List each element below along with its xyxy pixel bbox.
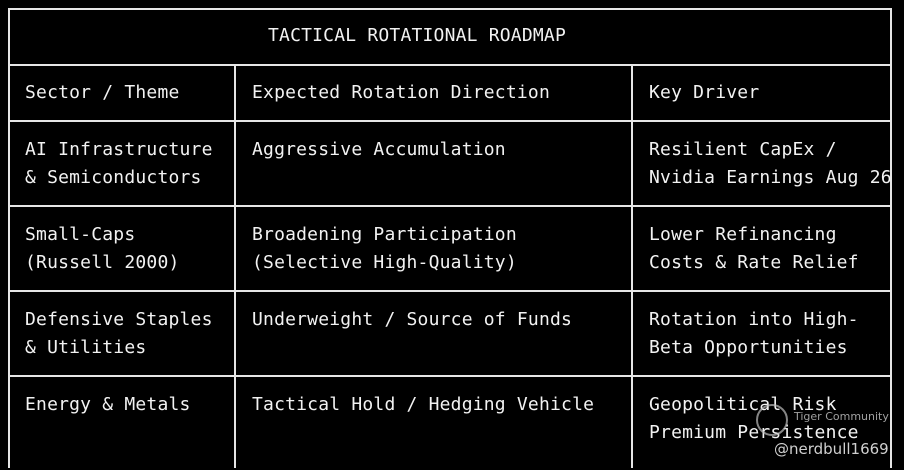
row-divider-3 (8, 375, 892, 377)
row-2-driver-line-2: Costs & Rate Relief (649, 252, 859, 273)
row-2-sector-line-1: Small-Caps (25, 224, 136, 245)
header-sector: Sector / Theme (25, 82, 180, 103)
row-1-direction-line-1: Aggressive Accumulation (252, 139, 506, 160)
row-4-driver-line-1: Geopolitical Risk (649, 394, 837, 415)
border-top (8, 8, 892, 10)
row-divider-header (8, 120, 892, 122)
row-3-driver-line-1: Rotation into High- (649, 309, 859, 330)
row-4-sector-line-1: Energy & Metals (25, 394, 191, 415)
watermark-brand: Tiger Community (794, 410, 889, 423)
header-driver: Key Driver (649, 82, 760, 103)
table-title: TACTICAL ROTATIONAL ROADMAP (268, 25, 566, 46)
tiger-logo-icon (756, 404, 788, 436)
column-divider-2 (631, 64, 633, 468)
row-1-driver-line-1: Resilient CapEx / (649, 139, 837, 160)
watermark-handle: @nerdbull1669 (774, 440, 889, 458)
row-divider-1 (8, 205, 892, 207)
border-right (890, 8, 892, 468)
row-4-direction-line-1: Tactical Hold / Hedging Vehicle (252, 394, 595, 415)
row-2-direction-line-2: (Selective High-Quality) (252, 252, 517, 273)
row-divider-2 (8, 290, 892, 292)
row-divider-title (8, 64, 892, 66)
row-3-driver-line-2: Beta Opportunities (649, 337, 848, 358)
row-3-direction-line-1: Underweight / Source of Funds (252, 309, 573, 330)
row-2-driver-line-1: Lower Refinancing (649, 224, 837, 245)
row-1-sector-line-2: & Semiconductors (25, 167, 202, 188)
row-2-direction-line-1: Broadening Participation (252, 224, 517, 245)
column-divider-1 (234, 64, 236, 468)
row-2-sector-line-2: (Russell 2000) (25, 252, 180, 273)
header-direction: Expected Rotation Direction (252, 82, 550, 103)
row-1-driver-line-2: Nvidia Earnings Aug 26 (649, 167, 892, 188)
watermark: Tiger Community @nerdbull1669 (756, 402, 904, 464)
row-1-sector-line-1: AI Infrastructure (25, 139, 213, 160)
border-left (8, 8, 10, 468)
row-3-sector-line-2: & Utilities (25, 337, 147, 358)
row-3-sector-line-1: Defensive Staples (25, 309, 213, 330)
